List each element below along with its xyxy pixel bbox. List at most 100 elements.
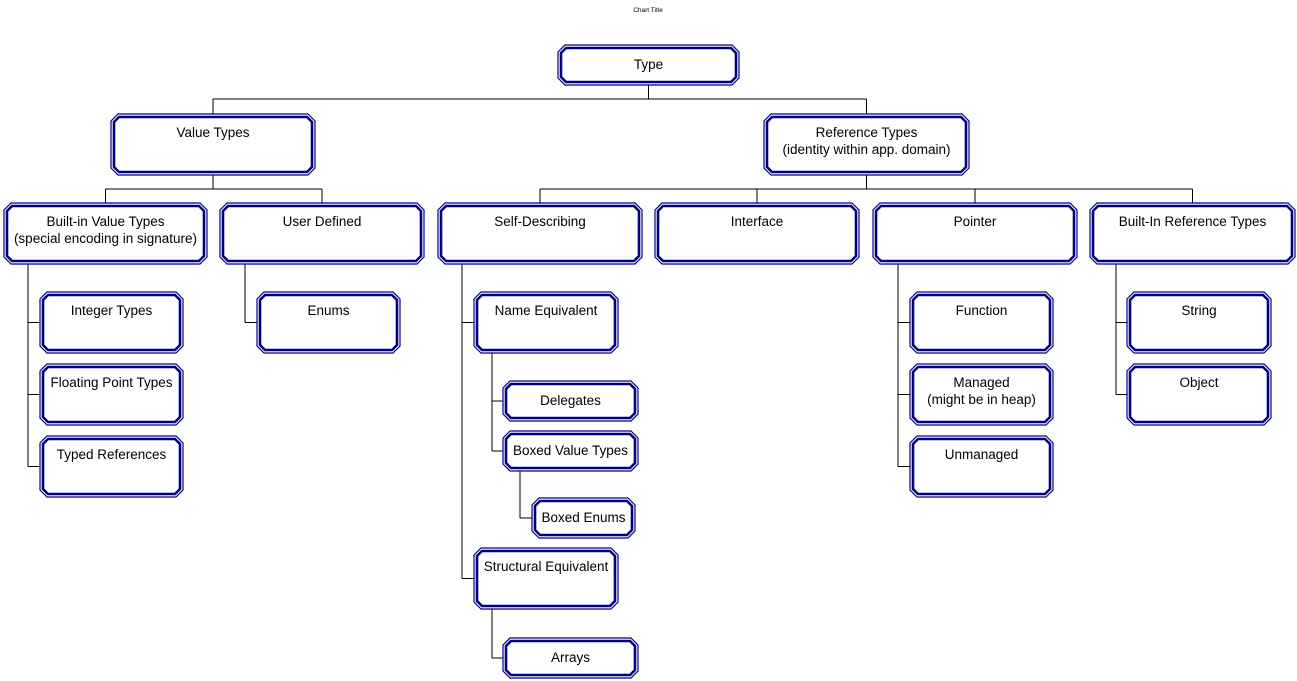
node-arrays: Arrays <box>502 637 639 679</box>
node-managed: Managed (might be in heap) <box>909 363 1054 426</box>
node-label-arrays: Arrays <box>551 650 590 665</box>
node-outer-border <box>502 380 639 422</box>
node-label-reference-types: Reference Types <box>816 125 918 140</box>
node-boxed-enums: Boxed Enums <box>531 497 636 539</box>
node-unmanaged: Unmanaged <box>909 435 1054 498</box>
node-label-self-describing: Self-Describing <box>494 214 586 229</box>
node-label-type: Type <box>634 57 663 72</box>
node-inner-border <box>504 639 637 677</box>
node-outer-border <box>763 113 970 176</box>
node-inner-border <box>41 365 182 424</box>
node-inner-border <box>5 204 206 263</box>
node-label-typed-references: Typed References <box>57 447 167 462</box>
node-value-types: Value Types <box>110 113 316 176</box>
node-label-user-defined: User Defined <box>283 214 362 229</box>
node-label-reference-types-line2: (identity within app. domain) <box>782 142 950 157</box>
node-label-interface: Interface <box>731 214 784 229</box>
node-interface: Interface <box>654 202 860 265</box>
node-inner-border <box>504 382 637 420</box>
node-outer-border <box>3 202 208 265</box>
node-type: Type <box>557 44 740 86</box>
node-outer-border <box>502 637 639 679</box>
node-inner-border <box>559 46 738 84</box>
node-inner-border <box>475 549 617 608</box>
node-outer-border <box>502 430 639 472</box>
node-inner-border <box>1128 293 1270 352</box>
node-inner-border <box>41 437 182 496</box>
node-name-equivalent: Name Equivalent <box>473 291 619 354</box>
node-outer-border <box>1126 291 1272 354</box>
node-label-builtin-reference-types: Built-In Reference Types <box>1119 214 1267 229</box>
node-outer-border <box>39 435 184 498</box>
node-label-enums: Enums <box>307 303 349 318</box>
node-inner-border <box>533 499 634 537</box>
node-delegates: Delegates <box>502 380 639 422</box>
node-outer-border <box>909 363 1054 426</box>
node-outer-border <box>531 497 636 539</box>
node-outer-border <box>872 202 1078 265</box>
node-inner-border <box>911 293 1052 352</box>
node-outer-border <box>39 363 184 426</box>
node-inner-border <box>41 293 182 352</box>
node-label-pointer: Pointer <box>954 214 997 229</box>
node-outer-border <box>1126 363 1272 426</box>
node-inner-border <box>656 204 858 263</box>
node-reference-types: Reference Types (identity within app. dom… <box>763 113 970 176</box>
node-inner-border <box>258 293 399 352</box>
node-label-boxed-value-types: Boxed Value Types <box>513 443 628 458</box>
node-label-managed: Managed <box>953 375 1009 390</box>
node-outer-border <box>909 435 1054 498</box>
node-floating-point-types: Floating Point Types <box>39 363 184 426</box>
node-label-unmanaged: Unmanaged <box>945 447 1019 462</box>
node-inner-border <box>1128 365 1270 424</box>
node-outer-border <box>39 291 184 354</box>
chart-title: Chart Title <box>633 7 663 14</box>
node-label-function: Function <box>956 303 1008 318</box>
node-inner-border <box>911 365 1052 424</box>
node-enums: Enums <box>256 291 401 354</box>
node-label-delegates: Delegates <box>540 393 601 408</box>
node-label-string: String <box>1181 303 1216 318</box>
node-inner-border <box>475 293 617 352</box>
node-outer-border <box>1089 202 1296 265</box>
node-outer-border <box>909 291 1054 354</box>
node-outer-border <box>473 547 619 610</box>
node-inner-border <box>1091 204 1294 263</box>
node-label-builtin-value-types-line2: (special encoding in signature) <box>14 231 197 246</box>
node-inner-border <box>911 437 1052 496</box>
node-label-boxed-enums: Boxed Enums <box>541 510 625 525</box>
node-outer-border <box>557 44 740 86</box>
node-self-describing: Self-Describing <box>437 202 643 265</box>
node-label-value-types: Value Types <box>176 125 249 140</box>
node-inner-border <box>221 204 423 263</box>
node-pointer: Pointer <box>872 202 1078 265</box>
node-label-managed-line2: (might be in heap) <box>927 392 1036 407</box>
node-object: Object <box>1126 363 1272 426</box>
node-string: String <box>1126 291 1272 354</box>
node-label-object: Object <box>1179 375 1218 390</box>
node-outer-border <box>437 202 643 265</box>
node-inner-border <box>874 204 1076 263</box>
node-inner-border <box>439 204 641 263</box>
node-inner-border <box>504 432 637 470</box>
node-outer-border <box>654 202 860 265</box>
node-outer-border <box>219 202 425 265</box>
node-outer-border <box>473 291 619 354</box>
node-structural-equivalent: Structural Equivalent <box>473 547 619 610</box>
node-label-structural-equivalent: Structural Equivalent <box>484 559 609 574</box>
node-label-floating-point-types: Floating Point Types <box>50 375 172 390</box>
node-outer-border <box>110 113 316 176</box>
node-label-builtin-value-types: Built-in Value Types <box>46 214 164 229</box>
node-integer-types: Integer Types <box>39 291 184 354</box>
node-builtin-value-types: Built-in Value Types (special encoding in… <box>3 202 208 265</box>
node-user-defined: User Defined <box>219 202 425 265</box>
node-builtin-reference-types: Built-In Reference Types <box>1089 202 1296 265</box>
node-outer-border <box>256 291 401 354</box>
node-label-name-equivalent: Name Equivalent <box>495 303 598 318</box>
node-label-integer-types: Integer Types <box>71 303 153 318</box>
node-function: Function <box>909 291 1054 354</box>
node-inner-border <box>765 115 968 174</box>
node-inner-border <box>112 115 314 174</box>
